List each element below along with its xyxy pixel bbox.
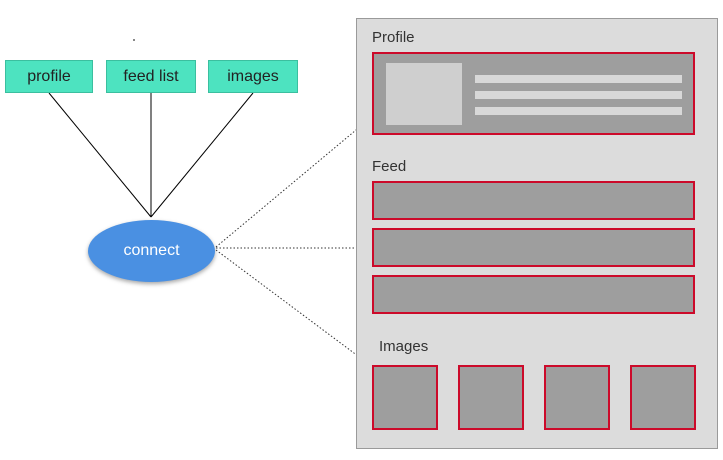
image-tile — [630, 365, 696, 430]
stray-dot — [133, 39, 135, 41]
source-box-profile: profile — [5, 60, 93, 93]
profile-text-line — [475, 75, 682, 83]
dotted-arrow-profile — [215, 119, 369, 248]
wire-profile — [48, 92, 152, 218]
profile-block — [372, 52, 695, 135]
section-label-images: Images — [379, 338, 429, 355]
profile-avatar-placeholder — [386, 63, 462, 125]
wire-images — [150, 92, 254, 218]
image-tile — [372, 365, 438, 430]
feed-row — [372, 275, 695, 314]
screen-mockup: Profile Feed Images — [356, 18, 718, 449]
source-box-feed-list: feed list — [106, 60, 196, 93]
profile-text-line — [475, 91, 682, 99]
feed-row — [372, 181, 695, 220]
image-tile — [458, 365, 524, 430]
profile-text-line — [475, 107, 682, 115]
dotted-arrow-images — [215, 249, 371, 366]
feed-row — [372, 228, 695, 267]
connect-node: connect — [88, 220, 215, 282]
image-tile — [544, 365, 610, 430]
section-label-profile: Profile — [372, 29, 415, 46]
section-label-feed: Feed — [372, 158, 407, 175]
source-box-images: images — [208, 60, 298, 93]
